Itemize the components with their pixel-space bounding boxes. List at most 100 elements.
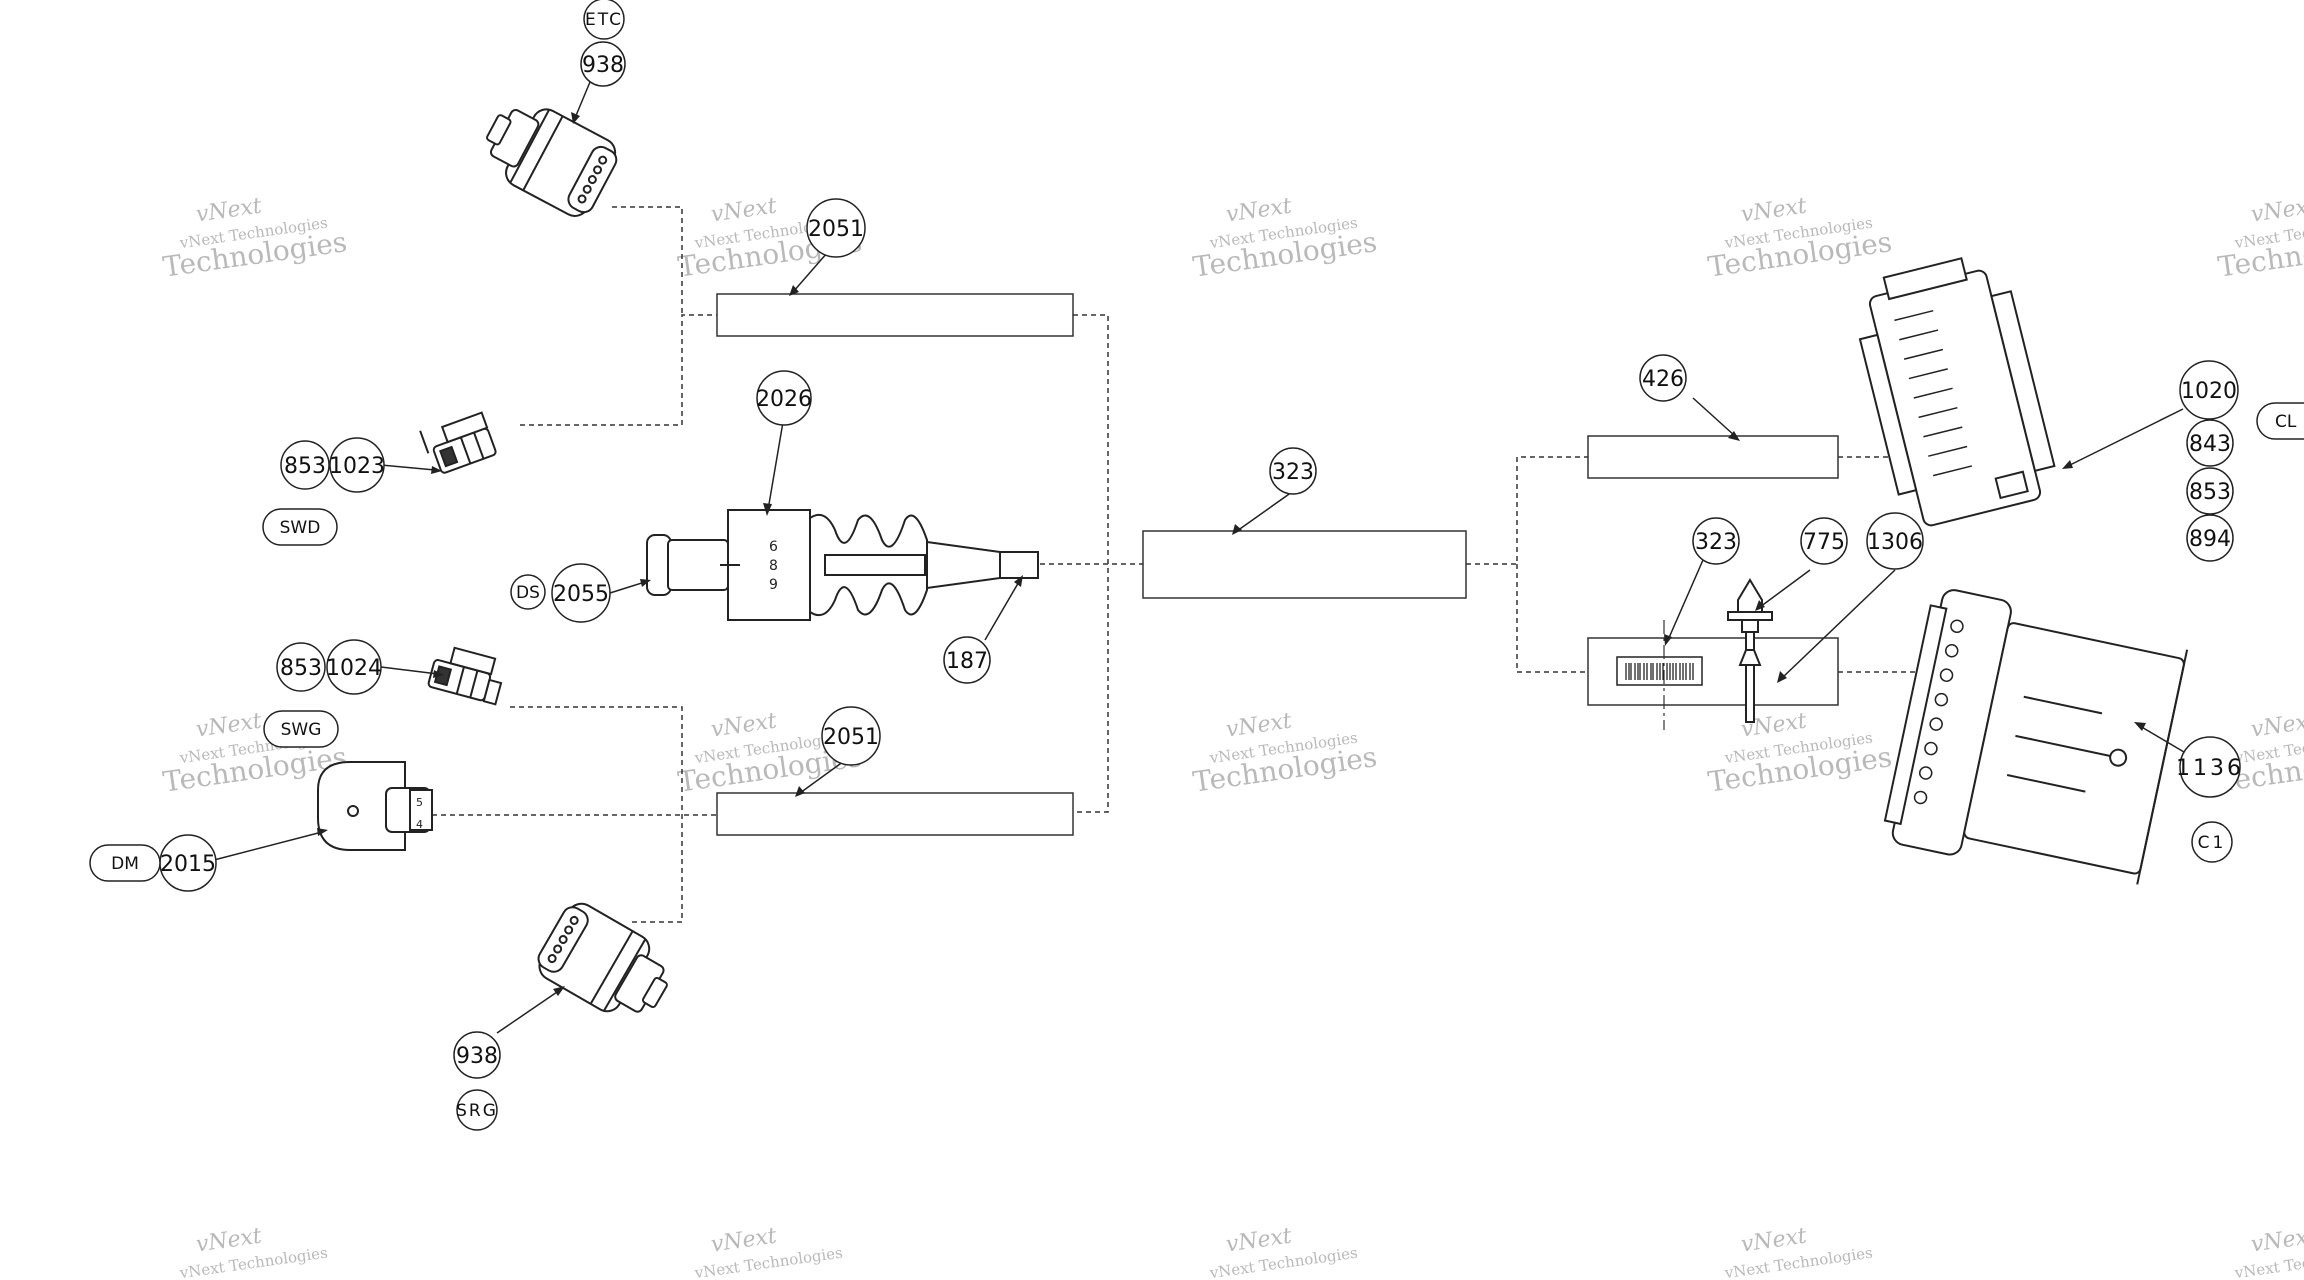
svg-text:853: 853 bbox=[280, 656, 322, 681]
watermark-brand: vNext bbox=[194, 709, 263, 743]
svg-text:2015: 2015 bbox=[160, 852, 216, 877]
callout-1024: 1024 bbox=[326, 639, 382, 695]
wire-swd-connector bbox=[520, 314, 717, 426]
wire-trunk-lower bbox=[1516, 564, 1588, 673]
watermark-brand: vNext bbox=[2249, 709, 2304, 743]
svg-text:SWG: SWG bbox=[281, 720, 322, 740]
srg-connector-icon bbox=[537, 902, 668, 1013]
svg-text:2051: 2051 bbox=[808, 217, 864, 242]
wire-etc-connector bbox=[612, 206, 683, 315]
ref-srg: SRG bbox=[456, 1089, 498, 1131]
svg-text:SWD: SWD bbox=[280, 518, 321, 538]
callout-853-b: 853 bbox=[276, 642, 326, 692]
watermark-5: vNext vNext Technologies Technologies bbox=[2216, 194, 2304, 284]
svg-text:1306: 1306 bbox=[1867, 530, 1923, 555]
svg-text:ETC: ETC bbox=[585, 10, 623, 30]
callout-938-bottom: 938 bbox=[453, 1031, 501, 1079]
tube-pin-6-label: 6 bbox=[769, 539, 778, 555]
callout-323-center: 323 bbox=[1269, 447, 1317, 495]
watermark-4: vNext vNext Technologies Technologies bbox=[1706, 194, 1894, 284]
callout-2015: 2015 bbox=[159, 834, 217, 892]
watermark-brand: vNext bbox=[1224, 194, 1293, 228]
watermark-9: vNext vNext Technologies Technologies bbox=[1706, 709, 1894, 799]
svg-text:DS: DS bbox=[516, 583, 540, 603]
wiring-lines bbox=[432, 206, 1930, 923]
segment-bottom bbox=[716, 792, 1074, 836]
watermark-brand: vNext bbox=[1739, 194, 1808, 228]
svg-text:1136: 1136 bbox=[2176, 756, 2244, 781]
ref-swg: SWG bbox=[263, 710, 339, 748]
ref-dm: DM bbox=[89, 844, 161, 882]
watermark-brand: vNext bbox=[1224, 709, 1293, 743]
watermark-brand: vNext bbox=[1739, 1224, 1808, 1258]
dm-pin-4-label: 4 bbox=[416, 818, 423, 831]
svg-text:323: 323 bbox=[1695, 530, 1737, 555]
callout-bubbles: 938 2051 2026 853 1023 2055 187 853 bbox=[159, 41, 2244, 1079]
ref-etc: ETC bbox=[583, 0, 625, 40]
callout-775: 775 bbox=[1800, 517, 1848, 565]
etc-connector-icon bbox=[486, 108, 618, 217]
wire-trunk-upper bbox=[1466, 456, 1588, 565]
svg-text:DM: DM bbox=[111, 854, 139, 874]
callout-894: 894 bbox=[2186, 514, 2234, 562]
callout-2051-bottom: 2051 bbox=[821, 706, 881, 766]
watermark-brand: vNext bbox=[2249, 194, 2304, 228]
svg-text:323: 323 bbox=[1272, 460, 1314, 485]
svg-text:853: 853 bbox=[2189, 480, 2231, 505]
callout-1306: 1306 bbox=[1866, 512, 1924, 570]
callout-2055: 2055 bbox=[551, 563, 611, 623]
callout-1020: 1020 bbox=[2179, 360, 2239, 420]
dm-pin-5-label: 5 bbox=[416, 796, 423, 809]
barcode-bars bbox=[1625, 663, 1694, 680]
svg-text:C1: C1 bbox=[2198, 833, 2227, 853]
svg-text:1023: 1023 bbox=[329, 454, 385, 479]
ref-ds: DS bbox=[510, 574, 546, 610]
watermark-11: vNext vNext Technologies bbox=[178, 1224, 329, 1280]
ref-cl: CL bbox=[2256, 402, 2304, 440]
svg-text:1020: 1020 bbox=[2181, 379, 2237, 404]
svg-text:SRG: SRG bbox=[456, 1101, 498, 1121]
svg-text:853: 853 bbox=[284, 454, 326, 479]
watermark-14: vNext vNext Technologies bbox=[1723, 1224, 1874, 1280]
dm-sensor-icon: 5 4 bbox=[317, 761, 433, 851]
watermark-3: vNext vNext Technologies Technologies bbox=[1191, 194, 1379, 284]
callout-1023: 1023 bbox=[329, 437, 385, 493]
svg-text:426: 426 bbox=[1642, 367, 1684, 392]
c1-connector-icon bbox=[1883, 589, 2189, 885]
watermark-brand: vNext bbox=[194, 1224, 263, 1258]
watermark-15: vNext vNext Technologies bbox=[2233, 1224, 2304, 1280]
ref-swd: SWD bbox=[262, 508, 338, 546]
svg-text:187: 187 bbox=[946, 649, 988, 674]
svg-text:2026: 2026 bbox=[756, 387, 812, 412]
watermark-brand: vNext bbox=[709, 194, 778, 228]
cl-connector-icon bbox=[1858, 257, 2056, 527]
watermark-brand: vNext bbox=[194, 194, 263, 228]
watermark-brand: vNext bbox=[2249, 1224, 2304, 1258]
barcode-label bbox=[1616, 620, 1703, 730]
svg-text:775: 775 bbox=[1803, 530, 1845, 555]
svg-text:938: 938 bbox=[456, 1044, 498, 1069]
swd-connector-icon bbox=[419, 411, 497, 474]
segment-top bbox=[716, 293, 1074, 337]
watermark-13: vNext vNext Technologies bbox=[1208, 1224, 1359, 1280]
callout-843: 843 bbox=[2186, 419, 2234, 467]
ref-c1: C1 bbox=[2191, 821, 2233, 863]
harness-segments bbox=[716, 293, 1839, 836]
svg-text:2051: 2051 bbox=[823, 725, 879, 750]
ds-tube-icon: 6 8 9 bbox=[646, 509, 1039, 621]
callout-938-top: 938 bbox=[580, 41, 626, 87]
callout-2026: 2026 bbox=[756, 370, 812, 426]
svg-text:1024: 1024 bbox=[326, 656, 382, 681]
callout-187: 187 bbox=[943, 636, 991, 684]
callout-1136: 1136 bbox=[2176, 736, 2244, 798]
tube-pin-8-label: 8 bbox=[769, 558, 778, 574]
swg-connector-icon bbox=[427, 646, 503, 706]
watermark-brand: vNext bbox=[709, 709, 778, 743]
svg-text:CL: CL bbox=[2275, 412, 2297, 432]
watermark-12: vNext vNext Technologies bbox=[693, 1224, 844, 1280]
watermark-8: vNext vNext Technologies Technologies bbox=[1191, 709, 1379, 799]
svg-text:894: 894 bbox=[2189, 527, 2231, 552]
svg-text:2055: 2055 bbox=[553, 582, 609, 607]
retainer-clip-icon bbox=[1727, 578, 1773, 723]
